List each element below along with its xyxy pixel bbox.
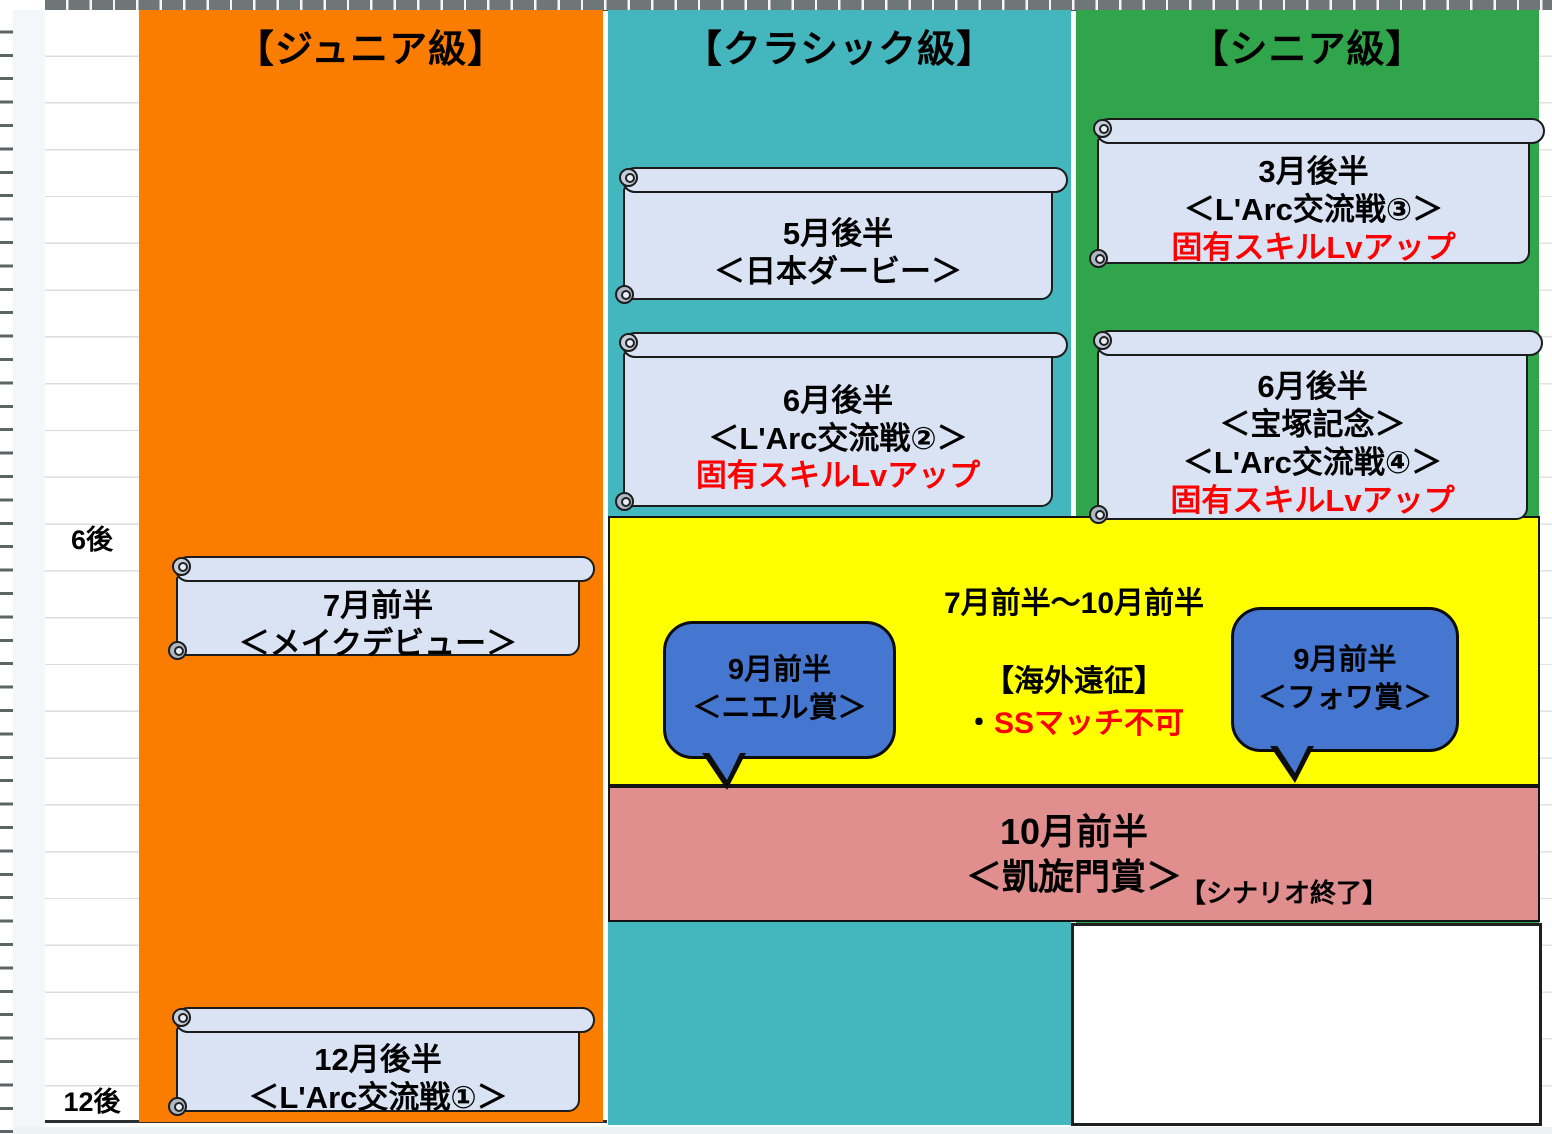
banner-larc-exchange-3[interactable]: 3月後半 ＜L'Arc交流戦③＞ 固有スキルLvアップ — [1089, 118, 1545, 268]
finale-date: 10月前半 — [999, 811, 1149, 852]
overseas-restriction: SSマッチ不可 — [993, 707, 1185, 740]
banner-larc-exchange-1[interactable]: 12月後半 ＜L'Arc交流戦①＞ — [168, 1007, 595, 1116]
banner-body: 5月後半 ＜日本ダービー＞ — [623, 187, 1053, 300]
right-margin-column — [1539, 10, 1552, 1121]
scroll-curl-icon — [1089, 505, 1108, 524]
scroll-curl-icon — [1089, 249, 1108, 268]
banner-date: 3月後半 — [1258, 154, 1369, 190]
banner-date: 7月前半 — [322, 588, 434, 624]
bubble-niel-prize[interactable]: 9月前半 ＜ニエル賞＞ — [663, 621, 896, 790]
row-label-column — [45, 10, 139, 1121]
overseas-restriction-line: ・SSマッチ不可 — [610, 698, 1538, 742]
banner-larc-exchange-2[interactable]: 6月後半 ＜L'Arc交流戦②＞ 固有スキルLvアップ — [615, 332, 1068, 511]
banner-race: ＜宝塚記念＞ — [1219, 407, 1406, 443]
row-label-december-late: 12後 — [63, 1087, 121, 1117]
banner-skill-note: 固有スキルLvアップ — [1171, 229, 1456, 265]
banner-date: 6月後半 — [782, 382, 894, 418]
overseas-bullet: ・ — [963, 707, 994, 740]
banner-body: 12月後半 ＜L'Arc交流戦①＞ — [176, 1027, 580, 1115]
finale-race: ＜凱旋門賞＞ — [965, 856, 1182, 897]
banner-date: 12月後半 — [314, 1041, 442, 1077]
bubble-date: 9月前半 — [727, 654, 832, 687]
bubble-race: ＜フォワ賞＞ — [1257, 681, 1432, 714]
scroll-curl-icon — [619, 168, 638, 187]
banner-body: 6月後半 ＜宝塚記念＞ ＜L'Arc交流戦④＞ 固有スキルLvアップ — [1097, 350, 1528, 520]
row-label-june-late: 6後 — [70, 525, 114, 555]
overseas-heading: 【海外遠征】 — [984, 665, 1164, 698]
bubble-race: ＜ニエル賞＞ — [692, 692, 867, 724]
bubble-foy-prize[interactable]: 9月前半 ＜フォワ賞＞ — [1231, 607, 1459, 783]
banner-skill-note: 固有スキルLvアップ — [1170, 482, 1455, 518]
banner-race: ＜メイクデビュー＞ — [238, 626, 518, 661]
banner-japan-derby[interactable]: 5月後半 ＜日本ダービー＞ — [615, 167, 1068, 304]
senior-header: 【シニア級】 — [1190, 29, 1425, 71]
banner-race: ＜日本ダービー＞ — [714, 253, 962, 289]
left-gutter-column — [13, 10, 45, 1127]
overseas-period: 7月前半～10月前半 — [943, 587, 1205, 620]
row-ruler — [0, 10, 13, 1134]
banner-race: ＜L'Arc交流戦①＞ — [248, 1079, 508, 1115]
banner-date: 6月後半 — [1257, 369, 1368, 405]
classic-header: 【クラシック級】 — [683, 29, 996, 71]
scroll-curl-icon — [168, 641, 187, 660]
finale-box[interactable]: 10月前半 ＜凱旋門賞＞ 【シナリオ終了】 — [608, 786, 1540, 922]
scroll-curl-icon — [1093, 331, 1112, 350]
banner-make-debut[interactable]: 7月前半 ＜メイクデビュー＞ — [168, 556, 595, 661]
banner-body: 3月後半 ＜L'Arc交流戦③＞ 固有スキルLvアップ — [1097, 138, 1530, 265]
banner-scroll-roll — [175, 1007, 595, 1033]
banner-date: 5月後半 — [782, 215, 894, 251]
banner-scroll-roll — [622, 332, 1068, 358]
scroll-curl-icon — [619, 333, 638, 352]
scroll-curl-icon — [168, 1097, 187, 1116]
banner-takarazuka-larc-4[interactable]: 6月後半 ＜宝塚記念＞ ＜L'Arc交流戦④＞ 固有スキルLvアップ — [1089, 330, 1543, 524]
banner-scroll-roll — [622, 167, 1068, 193]
bubble-tail-icon — [1276, 744, 1309, 773]
banner-body: 7月前半 ＜メイクデビュー＞ — [176, 576, 580, 661]
banner-race-2: ＜L'Arc交流戦④＞ — [1182, 445, 1443, 480]
banner-body: 6月後半 ＜L'Arc交流戦②＞ 固有スキルLvアップ — [623, 352, 1053, 507]
bubble-tail-icon — [708, 751, 741, 780]
scroll-curl-icon — [172, 557, 191, 576]
scroll-curl-icon — [615, 285, 634, 304]
blank-note-box[interactable] — [1071, 923, 1542, 1126]
bubble-date: 9月前半 — [1293, 643, 1397, 676]
scroll-curl-icon — [615, 492, 634, 511]
banner-scroll-roll — [1096, 330, 1543, 356]
banner-race: ＜L'Arc交流戦②＞ — [708, 420, 968, 456]
scroll-curl-icon — [172, 1008, 191, 1027]
scroll-curl-icon — [1093, 119, 1112, 138]
scenario-end-label: 【シナリオ終了】 — [1179, 878, 1388, 908]
banner-scroll-roll — [175, 556, 595, 582]
banner-scroll-roll — [1096, 118, 1545, 144]
banner-race: ＜L'Arc交流戦③＞ — [1183, 192, 1444, 228]
row-ruler-ticks — [0, 10, 13, 1134]
junior-header: 【ジュニア級】 — [235, 29, 507, 71]
bottom-margin — [13, 1127, 1552, 1134]
banner-skill-note: 固有スキルLvアップ — [695, 458, 981, 494]
